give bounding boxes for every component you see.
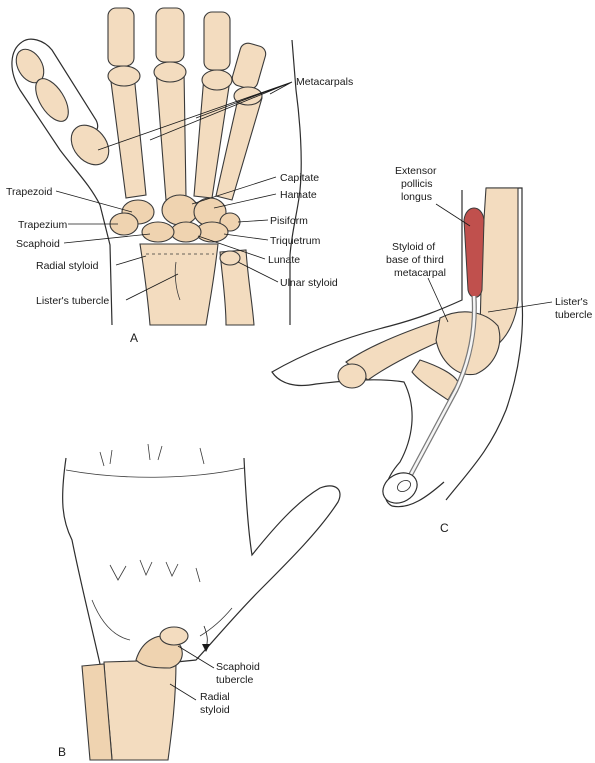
triquetrum-leader (223, 233, 269, 241)
panel-c-thumbnail (396, 479, 412, 493)
panel-a-hand-outline (11, 39, 302, 326)
capitate-bone (161, 194, 199, 226)
label-epl-line3: longus (401, 191, 432, 203)
epl-tendon-highlight (408, 295, 476, 477)
little-phalanx (231, 42, 267, 90)
label-b-radial-styloid-line2: styloid (200, 704, 230, 716)
panel-b-arrow-head (202, 644, 210, 652)
thumb-proximal-phalanx (35, 78, 69, 122)
first-metacarpal (70, 124, 110, 166)
panel-a-skeleton: Metacarpals Capitate Hamate Trapezoid Tr… (6, 7, 353, 345)
panel-b-knuckle-creases (99, 443, 205, 467)
panel-b-hand-outline (62, 457, 341, 673)
listers-tubercle-ridge (174, 261, 181, 301)
hamate-leader (213, 193, 277, 209)
middle-phalanx (155, 7, 185, 63)
panel-b-radius (103, 659, 177, 761)
ulna-bone (219, 249, 255, 326)
label-scaphoid-tubercle-line2: tubercle (216, 674, 254, 686)
panel-label-a: A (130, 331, 138, 345)
panel-b-scaphoid-tubercle (159, 626, 189, 646)
label-styloid-line2: base of third (386, 254, 444, 266)
lunate-bone (170, 221, 202, 243)
panel-b-knuckle-line (65, 467, 245, 478)
label-radial-styloid: Radial styloid (36, 260, 99, 272)
label-scaphoid-tubercle-line1: Scaphoid (216, 661, 260, 673)
radius-bone (139, 243, 219, 326)
scaphoid-tubercle-leader (177, 645, 215, 669)
ring-phalanx (203, 11, 231, 71)
label-triquetrum: Triquetrum (270, 235, 321, 247)
label-scaphoid: Scaphoid (16, 238, 60, 250)
mc-head-2 (107, 65, 141, 87)
epl-leader (435, 203, 471, 227)
label-lunate: Lunate (268, 254, 300, 266)
panel-label-b: B (58, 745, 66, 759)
second-metacarpal (109, 73, 147, 199)
panel-b-radial-styloid-leader (169, 683, 197, 701)
third-metacarpal (155, 69, 187, 201)
label-epl-line2: pollicis (401, 178, 433, 190)
ulnar-styloid-leader (237, 261, 279, 283)
scaphoid-bone (141, 221, 175, 243)
label-hamate: Hamate (280, 189, 317, 201)
lunate-leader (197, 235, 266, 260)
label-epl-line1: Extensor (395, 165, 437, 177)
panel-c-listers-leader (487, 301, 553, 313)
label-trapezoid: Trapezoid (6, 186, 52, 198)
panel-b-tendon-marks (109, 559, 201, 583)
label-pisiform: Pisiform (270, 215, 308, 227)
panel-b-ulna (81, 663, 113, 761)
ulnar-styloid-bone (219, 250, 241, 266)
trapezoid-leader (55, 190, 133, 213)
metacarpals-leaders (97, 81, 293, 151)
index-phalanx (107, 7, 135, 67)
label-c-listers-line1: Lister's (555, 296, 588, 308)
label-styloid-line1: Styloid of (392, 241, 435, 253)
mc-head-3 (153, 61, 187, 83)
epl-muscle (463, 207, 485, 298)
styloid-third-mc-leader (427, 277, 449, 323)
label-c-listers-line2: tubercle (555, 309, 593, 321)
panel-b-skin-folds (91, 599, 233, 641)
label-b-radial-styloid-line1: Radial (200, 691, 230, 703)
label-capitate: Capitate (280, 172, 319, 184)
label-trapezium: Trapezium (18, 219, 67, 231)
capitate-leader (191, 176, 277, 205)
panel-b-hand-surface: Scaphoid tubercle Radial styloid B (58, 443, 341, 761)
radial-styloid-leader (115, 255, 147, 266)
label-listers-tubercle: Lister's tubercle (36, 295, 109, 307)
label-styloid-line3: metacarpal (394, 267, 446, 279)
panel-c-mc-head (337, 363, 367, 389)
scaphoid-leader (63, 233, 151, 244)
label-ulnar-styloid: Ulnar styloid (280, 277, 338, 289)
panel-label-c: C (440, 521, 449, 535)
mc-head-4 (201, 69, 233, 91)
pisiform-leader (237, 219, 269, 223)
panel-c-carpals (435, 311, 501, 376)
panel-c-lateral-wrist: Extensor pollicis longus Styloid of base… (271, 165, 593, 535)
label-metacarpals: Metacarpals (296, 76, 353, 88)
listers-tubercle-leader (125, 273, 179, 301)
